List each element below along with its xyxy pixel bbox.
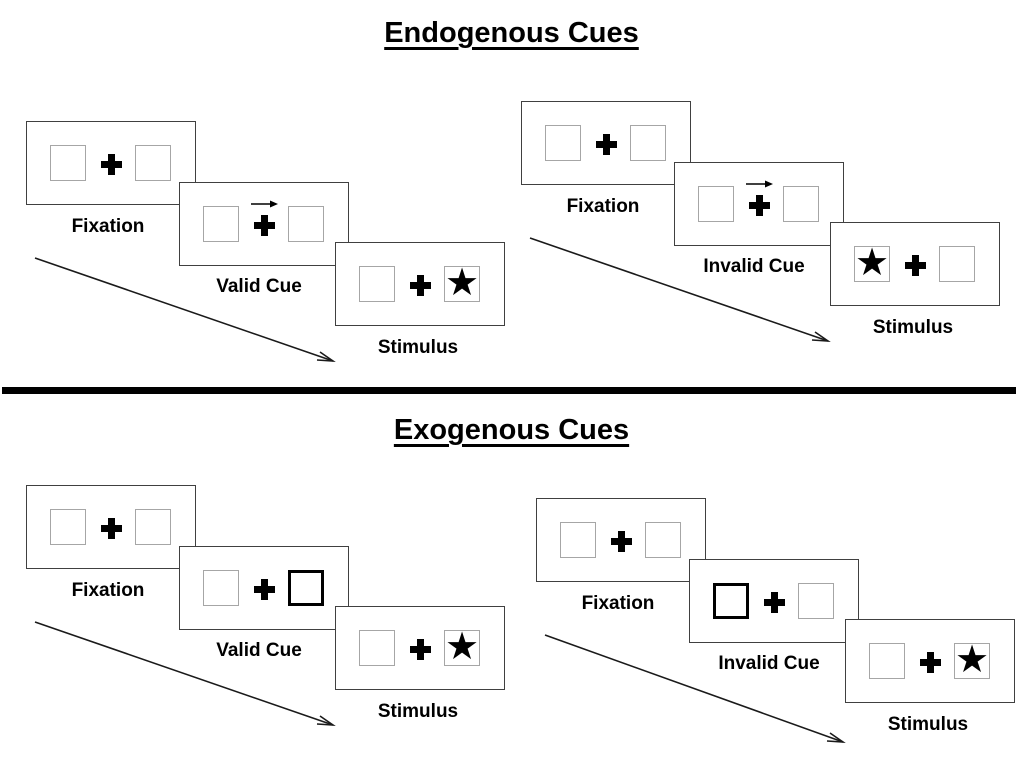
fixation-panel bbox=[26, 485, 196, 569]
star-target-icon: ★ bbox=[444, 626, 480, 668]
fixation-label: Fixation bbox=[71, 216, 145, 237]
right-box: ★ bbox=[954, 639, 990, 681]
stimulus-panel: ★ bbox=[335, 242, 505, 326]
fixation-panel bbox=[26, 121, 196, 205]
fixation-cross-icon bbox=[410, 275, 431, 296]
left-box bbox=[359, 266, 395, 302]
cue-panel bbox=[179, 546, 349, 630]
fixation-cross-icon bbox=[905, 255, 926, 276]
fixation-cross-icon bbox=[410, 639, 431, 660]
left-box bbox=[50, 145, 86, 181]
right-arrow-icon bbox=[251, 200, 278, 208]
fixation-cross-icon bbox=[101, 518, 122, 539]
cue-panel bbox=[689, 559, 859, 643]
right-box bbox=[630, 125, 666, 161]
star-target-icon: ★ bbox=[954, 639, 990, 681]
fixation-panel bbox=[521, 101, 691, 185]
left-box bbox=[560, 522, 596, 558]
exogenous-section-title: Exogenous Cues bbox=[393, 414, 630, 446]
left-box bbox=[869, 643, 905, 679]
stimulus-label: Stimulus bbox=[887, 714, 969, 735]
left-box bbox=[203, 570, 239, 606]
fixation-panel bbox=[536, 498, 706, 582]
stimulus-panel: ★ bbox=[830, 222, 1000, 306]
right-box bbox=[645, 522, 681, 558]
stimulus-panel: ★ bbox=[335, 606, 505, 690]
fixation-cross-icon bbox=[764, 592, 785, 613]
fixation-cross-icon bbox=[254, 579, 275, 600]
sequence-endogenous-invalid: Fixation Invalid Cue ★ Stimulus bbox=[521, 101, 1001, 363]
cue-label: Valid Cue bbox=[216, 276, 302, 297]
stimulus-label: Stimulus bbox=[872, 317, 954, 338]
right-arrow-icon bbox=[746, 180, 773, 188]
section-divider bbox=[2, 387, 1016, 394]
cue-panel bbox=[179, 182, 349, 266]
fixation-cross-icon bbox=[749, 195, 770, 216]
star-target-icon: ★ bbox=[444, 262, 480, 304]
sequence-exogenous-invalid: Fixation Invalid Cue ★ Stimulus bbox=[536, 498, 1016, 760]
fixation-label: Fixation bbox=[581, 593, 655, 614]
right-box bbox=[939, 246, 975, 282]
stimulus-label: Stimulus bbox=[377, 337, 459, 358]
left-box bbox=[50, 509, 86, 545]
left-box: ★ bbox=[854, 242, 890, 284]
highlighted-cue-box bbox=[713, 583, 749, 619]
highlighted-cue-box bbox=[288, 570, 324, 606]
fixation-cross-icon bbox=[920, 652, 941, 673]
left-box bbox=[545, 125, 581, 161]
fixation-cross-icon bbox=[254, 215, 275, 236]
right-box bbox=[783, 186, 819, 222]
left-box bbox=[203, 206, 239, 242]
stimulus-label: Stimulus bbox=[377, 701, 459, 722]
right-box: ★ bbox=[444, 262, 480, 304]
fixation-cross-icon bbox=[611, 531, 632, 552]
star-target-icon: ★ bbox=[854, 242, 890, 284]
sequence-endogenous-valid: Fixation Valid Cue ★ Stimulus bbox=[26, 121, 506, 383]
fixation-label: Fixation bbox=[71, 580, 145, 601]
fixation-cross-icon bbox=[596, 134, 617, 155]
left-box bbox=[698, 186, 734, 222]
sequence-exogenous-valid: Fixation Valid Cue ★ Stimulus bbox=[26, 485, 506, 747]
cue-label: Invalid Cue bbox=[703, 256, 805, 277]
right-box bbox=[135, 145, 171, 181]
stimulus-panel: ★ bbox=[845, 619, 1015, 703]
cue-panel bbox=[674, 162, 844, 246]
endogenous-section-title: Endogenous Cues bbox=[384, 17, 639, 49]
right-box bbox=[135, 509, 171, 545]
left-box bbox=[359, 630, 395, 666]
fixation-cross-icon bbox=[101, 154, 122, 175]
right-box: ★ bbox=[444, 626, 480, 668]
cue-label: Valid Cue bbox=[216, 640, 302, 661]
fixation-label: Fixation bbox=[566, 196, 640, 217]
cue-label: Invalid Cue bbox=[718, 653, 820, 674]
right-box bbox=[798, 583, 834, 619]
right-box bbox=[288, 206, 324, 242]
